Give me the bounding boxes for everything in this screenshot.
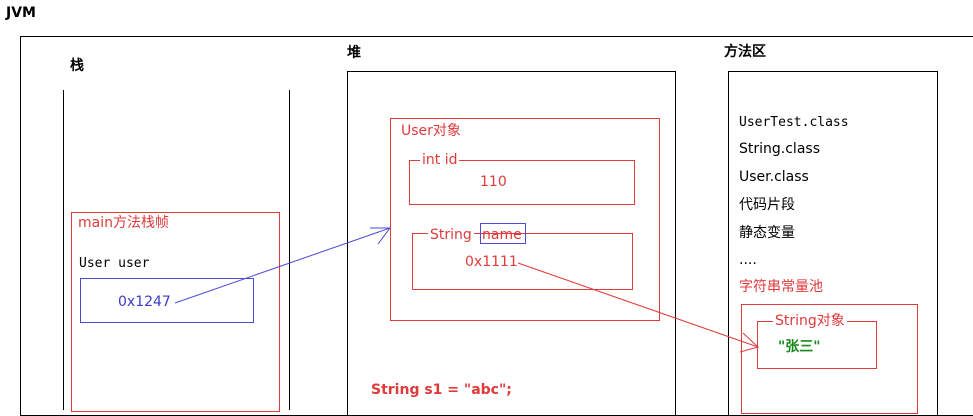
string-pool-label: 字符串常量池 (739, 279, 823, 295)
method-item-ellipsis: .... (739, 252, 757, 268)
code-string-literal: String s1 = "abc"; (371, 382, 512, 398)
reference-arrows (174, 227, 759, 353)
field-name-name: name (482, 227, 522, 243)
method-item-code-segment: 代码片段 (739, 197, 795, 213)
field-name-type: String (428, 227, 474, 243)
string-object-value: "张三" (778, 339, 821, 355)
user-reference-value: 0x1247 (118, 294, 171, 310)
field-name-value: 0x1111 (465, 254, 518, 270)
name-ref-arrow-head (739, 332, 759, 353)
field-id-value: 110 (480, 174, 507, 190)
method-item-usertest-class: UserTest.class (739, 115, 849, 130)
field-name-highlight (480, 223, 526, 244)
field-name-box (412, 233, 633, 290)
method-area-label: 方法区 (724, 44, 766, 60)
user-ref-arrow-head (370, 227, 391, 245)
name-ref-arrow-line (517, 262, 759, 348)
user-object-label: User对象 (401, 123, 461, 139)
user-variable-decl: User user (79, 256, 150, 271)
user-reference-box (80, 278, 254, 323)
user-object-box (390, 118, 660, 321)
user-ref-arrow-line (174, 227, 391, 304)
stack-label: 栈 (70, 58, 84, 74)
stack-left-wall (63, 90, 64, 410)
method-item-string-class: String.class (739, 141, 820, 157)
field-id-label: int id (420, 152, 460, 168)
string-object-label: String对象 (773, 313, 847, 329)
field-id-box (409, 160, 635, 205)
heap-label: 堆 (347, 45, 361, 61)
stack-right-wall (289, 90, 290, 410)
method-item-user-class: User.class (739, 169, 809, 185)
stack-frame-label: main方法栈帧 (78, 215, 169, 231)
method-item-static-vars: 静态变量 (739, 225, 795, 241)
jvm-title: JVM (6, 5, 36, 21)
